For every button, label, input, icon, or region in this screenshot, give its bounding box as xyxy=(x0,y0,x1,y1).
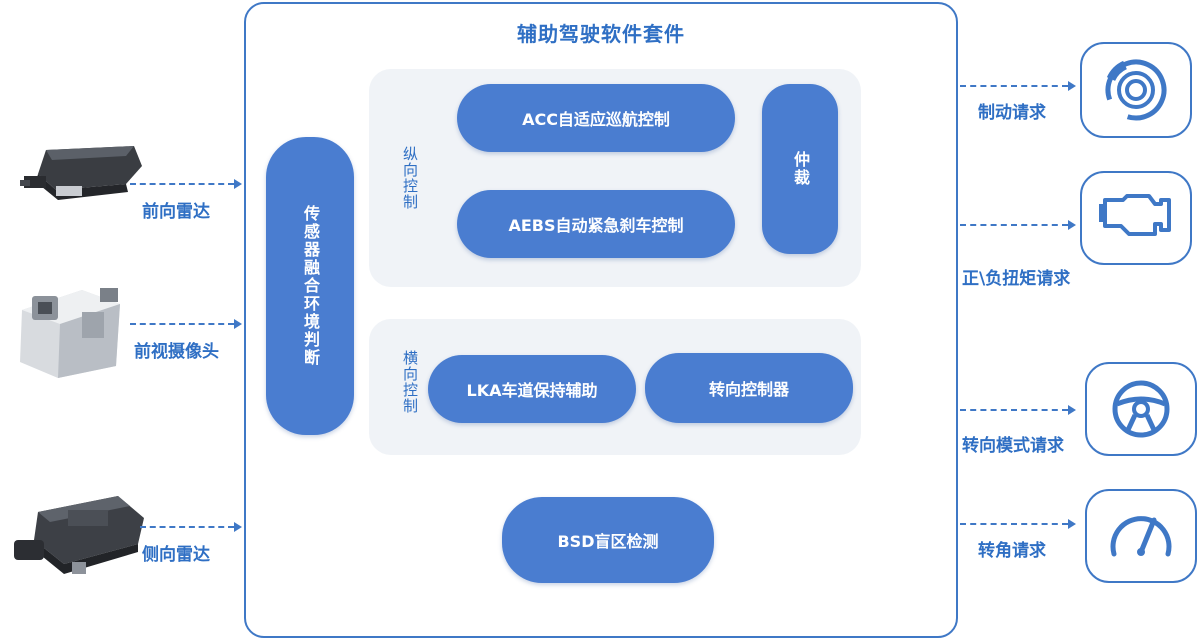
longitudinal-control-label: 纵向控制 xyxy=(401,146,419,210)
output-label-torque: 正\负扭矩请求 xyxy=(962,269,1071,289)
steering-controller-block: 转向控制器 xyxy=(645,353,853,423)
steering-mode-request-box xyxy=(1085,362,1197,456)
sensor-fusion-label: 传感器融合环境判断 xyxy=(301,205,320,367)
front-radar-image xyxy=(16,140,146,210)
sensor-fusion-block: 传感器融合环境判断 xyxy=(266,137,354,435)
output-label-steering-mode: 转向模式请求 xyxy=(962,436,1064,456)
torque-request-box xyxy=(1080,171,1192,265)
output-arrowhead xyxy=(1068,220,1076,230)
input-arrow-line xyxy=(130,183,234,185)
side-radar-image xyxy=(8,488,148,578)
gauge-icon xyxy=(1110,516,1172,557)
input-arrowhead xyxy=(234,522,242,532)
output-arrow-line xyxy=(960,85,1068,87)
input-arrowhead xyxy=(234,179,242,189)
bsd-block: BSD盲区检测 xyxy=(502,497,714,583)
output-arrow-line xyxy=(960,523,1068,525)
input-arrowhead xyxy=(234,319,242,329)
input-label-front-radar: 前向雷达 xyxy=(142,202,210,222)
front-camera-image xyxy=(12,282,130,380)
output-arrow-line xyxy=(960,224,1068,226)
input-arrow-line xyxy=(130,323,234,325)
lka-block: LKA车道保持辅助 xyxy=(428,355,636,423)
lateral-control-label: 横向控制 xyxy=(401,350,419,414)
output-label-steering-angle: 转角请求 xyxy=(978,541,1046,561)
arbitration-label: 仲裁 xyxy=(791,151,810,187)
input-label-front-camera: 前视摄像头 xyxy=(134,342,219,362)
output-label-brake: 制动请求 xyxy=(978,103,1046,123)
engine-icon xyxy=(1099,194,1171,236)
brake-request-box xyxy=(1080,42,1192,138)
steering-angle-request-box xyxy=(1085,489,1197,583)
aebs-block: AEBS自动紧急刹车控制 xyxy=(457,190,735,258)
output-arrow-line xyxy=(960,409,1068,411)
input-label-side-radar: 侧向雷达 xyxy=(142,545,210,565)
output-arrowhead xyxy=(1068,81,1076,91)
suite-title: 辅助驾驶软件套件 xyxy=(517,22,685,46)
steering-wheel-icon xyxy=(1112,380,1170,438)
input-arrow-line xyxy=(140,526,234,528)
brake-disc-icon xyxy=(1105,59,1167,121)
output-arrowhead xyxy=(1068,405,1076,415)
output-arrowhead xyxy=(1068,519,1076,529)
acc-block: ACC自适应巡航控制 xyxy=(457,84,735,152)
arbitration-block: 仲裁 xyxy=(762,84,838,254)
